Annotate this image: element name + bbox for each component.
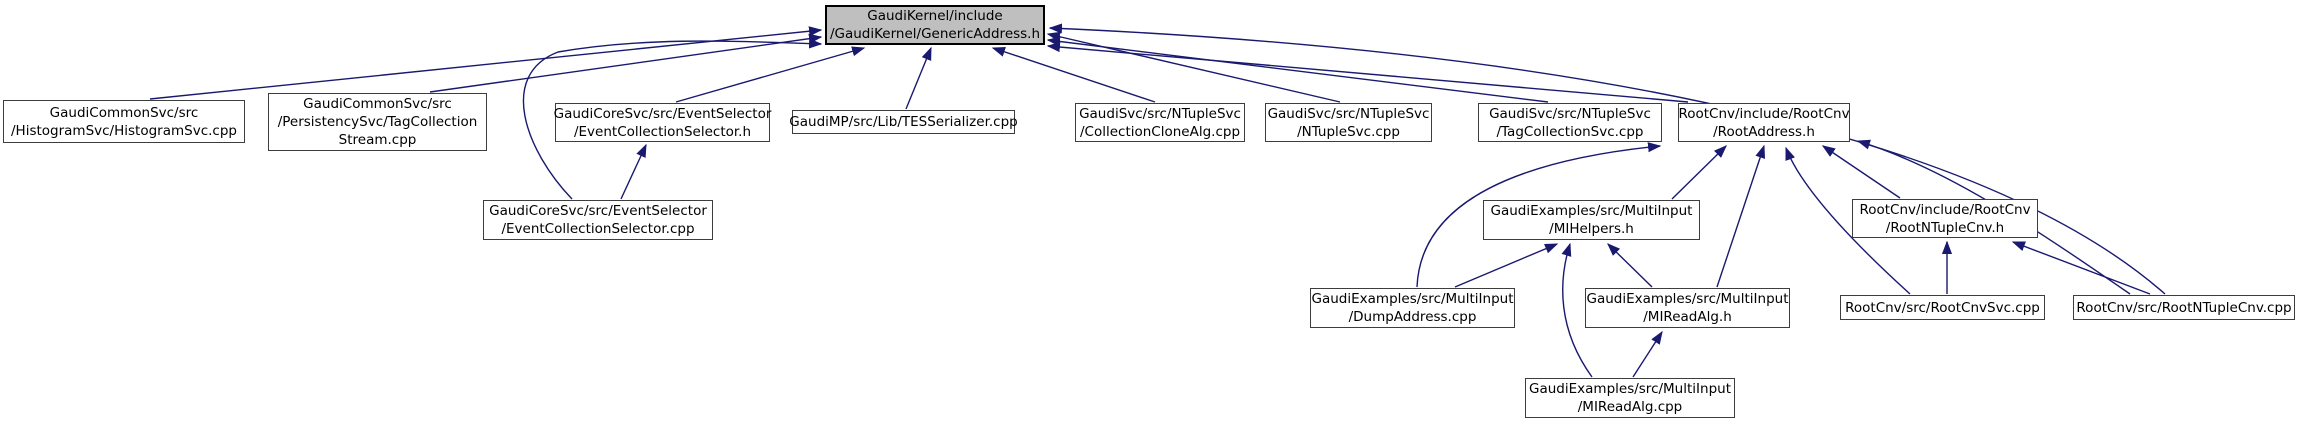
edge-rootntuplecnv-cpp-to-rootntuplecnv-h — [2011, 241, 2151, 295]
edge-rootcnvsvc-to-rootaddress — [1785, 146, 1911, 295]
edge-mireadalg-cpp-to-mireadalg-h — [1632, 330, 1663, 378]
edge-eventcollectionselector-h-to-genericaddress — [675, 46, 866, 103]
node-mireadalg-h[interactable]: GaudiExamples/src/MultiInput /MIReadAlg.… — [1585, 288, 1790, 328]
node-rootntuplecnv-cpp[interactable]: RootCnv/src/RootNTupleCnv.cpp — [2073, 295, 2295, 320]
edge-mireadalg-cpp-to-mihelpers — [1561, 242, 1593, 378]
edge-collectionclonealg-to-genericaddress — [991, 46, 1156, 103]
node-eventcollectionselector-cpp[interactable]: GaudiCoreSvc/src/EventSelector /EventCol… — [483, 200, 713, 240]
node-rootcnvsvc-cpp[interactable]: RootCnv/src/RootCnvSvc.cpp — [1840, 295, 2045, 320]
edge-tagcollectionstream-to-genericaddress — [429, 33, 823, 93]
node-rootaddress-h[interactable]: RootCnv/include/RootCnv /RootAddress.h — [1678, 103, 1850, 142]
edge-tesserializer-to-genericaddress — [905, 46, 932, 110]
edge-eventcollectionselector-cpp-to-eventcollectionselector-h — [620, 143, 647, 200]
edge-dumpaddress-to-rootaddress — [1416, 142, 1662, 288]
node-genericaddress-h[interactable]: GaudiKernel/include /GaudiKernel/Generic… — [825, 5, 1045, 45]
node-histogramsvc-cpp[interactable]: GaudiCommonSvc/src /HistogramSvc/Histogr… — [3, 100, 245, 143]
node-collectionclonealg-cpp[interactable]: GaudiSvc/src/NTupleSvc /CollectionCloneA… — [1075, 103, 1245, 142]
node-tagcollectionstream-cpp[interactable]: GaudiCommonSvc/src /PersistencySvc/TagCo… — [268, 93, 487, 151]
node-tesserializer-cpp[interactable]: GaudiMP/src/Lib/TESSerializer.cpp — [789, 110, 1018, 134]
edge-mireadalg-h-to-mihelpers — [1607, 243, 1653, 288]
edge-rootntuplecnv-h-to-rootaddress — [1821, 145, 1901, 199]
node-rootntuplecnv-h[interactable]: RootCnv/include/RootCnv /RootNTupleCnv.h — [1852, 199, 2038, 238]
edge-mihelpers-to-rootaddress — [1671, 145, 1727, 200]
edge-rootaddress-to-genericaddress — [1046, 42, 1689, 103]
edge-rootntuplecnv-cpp-to-genericaddress — [1048, 23, 2166, 295]
node-dumpaddress-cpp[interactable]: GaudiExamples/src/MultiInput /DumpAddres… — [1310, 288, 1515, 328]
edge-mireadalg-h-to-rootaddress — [1716, 144, 1766, 288]
node-eventcollectionselector-h[interactable]: GaudiCoreSvc/src/EventSelector /EventCol… — [554, 103, 771, 142]
edge-eventcollectionselector-cpp-to-genericaddress — [522, 38, 823, 200]
edge-tagcollectionsvc-to-genericaddress — [1046, 36, 1549, 103]
node-tagcollectionsvc-cpp[interactable]: GaudiSvc/src/NTupleSvc /TagCollectionSvc… — [1478, 103, 1662, 142]
node-ntuplesvc-cpp[interactable]: GaudiSvc/src/NTupleSvc /NTupleSvc.cpp — [1265, 103, 1432, 142]
edge-dumpaddress-to-mihelpers — [1454, 243, 1559, 288]
node-mireadalg-cpp[interactable]: GaudiExamples/src/MultiInput /MIReadAlg.… — [1525, 378, 1735, 418]
node-mihelpers-h[interactable]: GaudiExamples/src/MultiInput /MIHelpers.… — [1483, 200, 1700, 240]
